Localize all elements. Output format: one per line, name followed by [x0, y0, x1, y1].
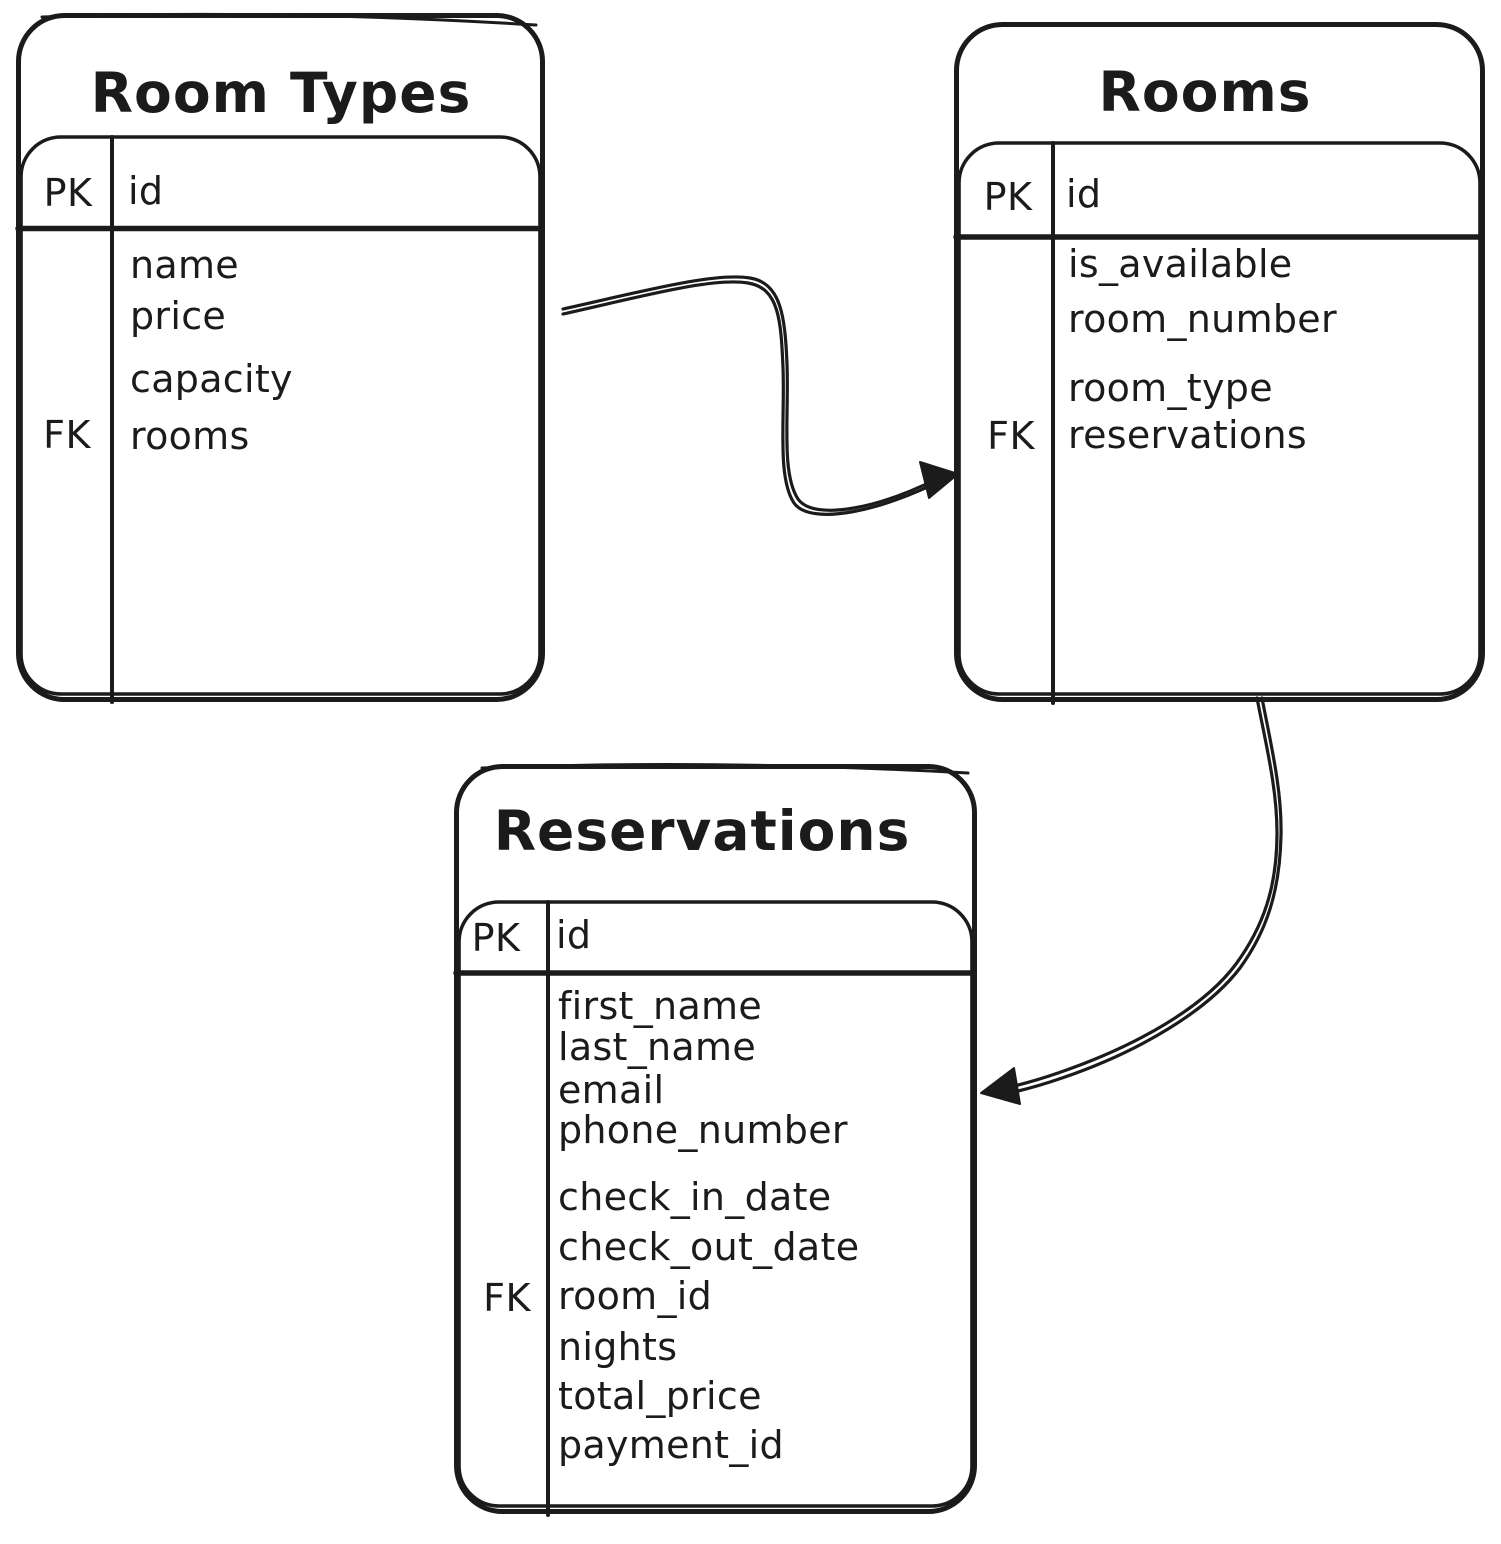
reservations-pk-badge: PK [471, 916, 521, 960]
room-types-field-rooms: rooms [130, 414, 250, 458]
room-types-field-box [19, 135, 542, 696]
rooms-field-room-type: room_type [1068, 366, 1273, 410]
reservations-field-email: email [558, 1068, 665, 1112]
arrow-rooms-to-reservations-line [990, 696, 1279, 1093]
rooms-title: Rooms [1098, 60, 1312, 124]
room-types-pk-field: id [128, 169, 164, 213]
rooms-field-reservations: reservations [1068, 413, 1307, 457]
arrow-rooms-to-reservations-sketch-line [994, 696, 1283, 1098]
arrow-room-types-to-rooms-arrowhead [919, 461, 959, 499]
rooms-pk-field: id [1066, 172, 1102, 216]
reservations-field-last-name: last_name [558, 1025, 757, 1069]
arrow-rooms-to-reservations-arrowhead [980, 1067, 1021, 1105]
reservations-field-check-in-date: check_in_date [558, 1175, 832, 1219]
rooms-field-room-number: room_number [1068, 297, 1337, 341]
rooms-fk-badge: FK [987, 414, 1035, 458]
reservations-outer-box [454, 764, 977, 1514]
arrow-room-types-to-rooms-line [561, 280, 946, 516]
room-types-field-price: price [130, 294, 227, 338]
rooms-pk-badge: PK [983, 175, 1033, 219]
reservations-field-first-name: first_name [558, 984, 763, 1028]
arrow-room-types-to-rooms [561, 275, 959, 516]
room-types-fk-badge: FK [43, 413, 91, 457]
reservations-fk-badge: FK [483, 1276, 531, 1320]
room-types-pk-badge: PK [43, 171, 93, 215]
reservations-field-nights: nights [558, 1325, 678, 1369]
room-types-field-capacity: capacity [130, 357, 293, 401]
reservations-field-room-id: room_id [558, 1274, 713, 1318]
room-types-title: Room Types [90, 61, 472, 125]
reservations-field-check-out-date: check_out_date [558, 1225, 860, 1269]
arrow-rooms-to-reservations [980, 696, 1283, 1105]
reservations-field-total-price: total_price [558, 1374, 762, 1418]
rooms-outer-box [954, 22, 1485, 702]
rooms-field-is-available: is_available [1068, 242, 1293, 286]
reservations-title: Reservations [493, 799, 911, 863]
reservations-field-payment-id: payment_id [558, 1423, 784, 1467]
room-types-field-name: name [130, 243, 239, 287]
arrow-room-types-to-rooms-sketch-line [561, 275, 948, 512]
reservations-pk-field: id [556, 913, 592, 957]
reservations-field-phone-number: phone_number [558, 1108, 848, 1152]
reservations-top-sketch-line [480, 762, 970, 775]
reservations-field-box [457, 900, 974, 1508]
room-types-top-sketch-line [40, 12, 538, 27]
rooms-field-box [957, 141, 1482, 696]
